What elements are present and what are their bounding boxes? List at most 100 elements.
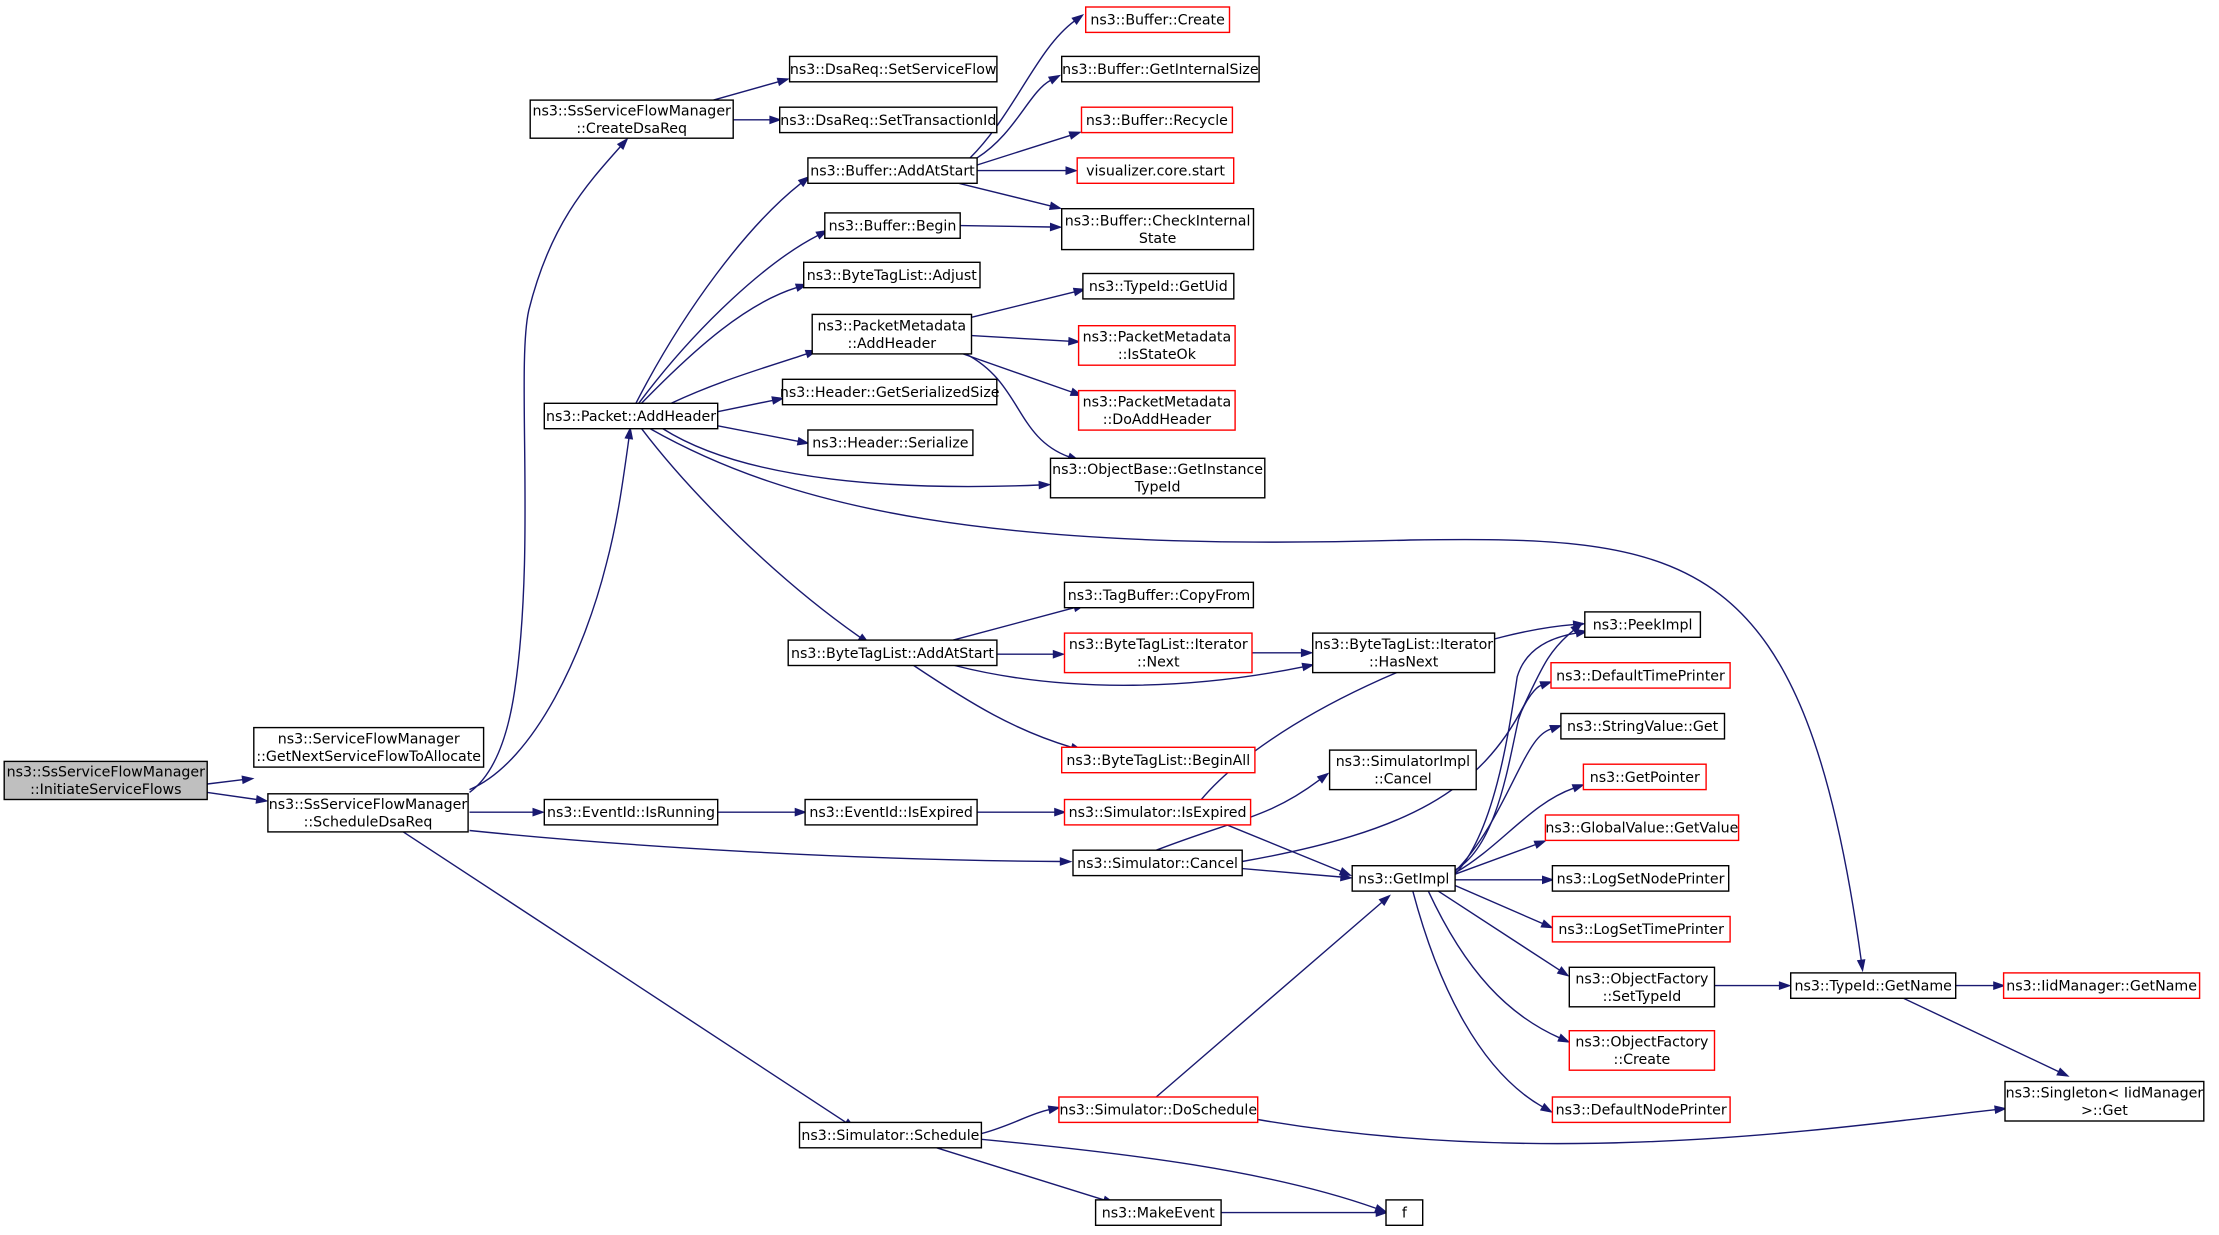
node-simimplcancel[interactable]: ns3::SimulatorImpl::Cancel bbox=[1328, 749, 1477, 791]
node-box bbox=[2002, 972, 2201, 1000]
node-schedule[interactable]: ns3::SsServiceFlowManager::ScheduleDsaRe… bbox=[267, 793, 469, 833]
node-strget[interactable]: ns3::StringValue::Get bbox=[1560, 712, 1726, 740]
node-box bbox=[781, 378, 998, 406]
node-typegetname[interactable]: ns3::TypeId::GetName bbox=[1789, 972, 1957, 1000]
node-defnode[interactable]: ns3::DefaultNodePrinter bbox=[1551, 1096, 1731, 1124]
node-addatstart[interactable]: ns3::Buffer::AddAtStart bbox=[807, 157, 978, 184]
node-ofsettype[interactable]: ns3::ObjectFactory::SetTypeId bbox=[1568, 966, 1716, 1008]
node-peekimpl[interactable]: ns3::PeekImpl bbox=[1584, 611, 1702, 639]
node-isexpired[interactable]: ns3::EventId::IsExpired bbox=[804, 798, 978, 826]
node-lognode[interactable]: ns3::LogSetNodePrinter bbox=[1551, 865, 1730, 892]
node-box bbox=[1328, 749, 1477, 791]
node-logtime[interactable]: ns3::LogSetTimePrinter bbox=[1551, 915, 1731, 943]
node-box bbox=[543, 798, 719, 826]
node-label: ns3::GlobalValue::GetValue bbox=[1545, 821, 1738, 837]
edge-btladd-to-beginall bbox=[913, 664, 1072, 748]
node-label: ns3::TypeId::GetUid bbox=[1089, 279, 1228, 295]
node-label: f bbox=[1402, 1206, 1408, 1222]
node-f[interactable]: f bbox=[1385, 1199, 1424, 1227]
arrowhead-schedule-to-addheader bbox=[624, 426, 634, 440]
edge-simsched-to-f bbox=[981, 1138, 1377, 1210]
node-settid[interactable]: ns3::DsaReq::SetTransactionId bbox=[779, 106, 998, 134]
arrowhead-btladd-to-hasnext bbox=[1301, 662, 1315, 672]
node-label: ns3::ByteTagList::Iterator bbox=[1314, 637, 1493, 653]
node-box bbox=[1789, 972, 1957, 1000]
node-dosched[interactable]: ns3::Simulator::DoSchedule bbox=[1058, 1096, 1259, 1124]
node-deftime[interactable]: ns3::DefaultTimePrinter bbox=[1550, 662, 1731, 689]
node-doaddheader[interactable]: ns3::PacketMetadata::DoAddHeader bbox=[1077, 389, 1236, 431]
node-makeevent[interactable]: ns3::MakeEvent bbox=[1094, 1199, 1222, 1227]
edge-pmaddh-to-doaddheader bbox=[962, 353, 1072, 393]
node-label: ::ScheduleDsaReq bbox=[304, 815, 433, 831]
edge-btladd-to-hasnext bbox=[954, 664, 1303, 687]
node-label: ns3::IidManager::GetName bbox=[2006, 979, 2197, 995]
node-box bbox=[1060, 55, 1260, 83]
arrowhead-root-to-schedule bbox=[255, 795, 269, 804]
edge-schedule-to-createdsa bbox=[469, 146, 621, 793]
node-box bbox=[798, 1121, 983, 1149]
node-setsf[interactable]: ns3::DsaReq::SetServiceFlow bbox=[788, 55, 998, 83]
node-label: ns3::EventId::IsExpired bbox=[809, 805, 973, 821]
node-label: ns3::Simulator::DoSchedule bbox=[1060, 1103, 1258, 1119]
node-viz[interactable]: visualizer.core.start bbox=[1076, 157, 1235, 184]
edge-dosched-to-getimpl bbox=[1155, 901, 1383, 1098]
arrowhead-getimpl-to-gvget bbox=[1533, 840, 1547, 849]
node-box bbox=[2004, 1080, 2205, 1122]
node-label: ns3::EventId::IsRunning bbox=[547, 805, 715, 821]
edge-addatstart-to-bufcreate bbox=[969, 20, 1075, 159]
node-isrunning[interactable]: ns3::EventId::IsRunning bbox=[543, 798, 719, 826]
node-label: ::InitiateServiceFlows bbox=[30, 782, 181, 798]
node-box bbox=[543, 402, 719, 430]
arrowhead-begin-to-checkint bbox=[1049, 222, 1063, 232]
node-label: ::Create bbox=[1614, 1052, 1671, 1068]
node-getser[interactable]: ns3::Header::GetSerializedSize bbox=[780, 378, 1000, 406]
node-hasnext[interactable]: ns3::ByteTagList::Iterator::HasNext bbox=[1311, 632, 1496, 674]
node-label: ns3::DsaReq::SetTransactionId bbox=[780, 113, 996, 129]
node-getimpl[interactable]: ns3::GetImpl bbox=[1351, 865, 1456, 892]
node-box bbox=[1084, 6, 1231, 34]
arrowhead-typegetname-to-iidgetname bbox=[1993, 981, 2006, 991]
arrowhead-schedule-to-simcancel bbox=[1059, 857, 1073, 866]
node-box bbox=[1582, 763, 1707, 791]
node-singleton[interactable]: ns3::Singleton< IidManager>::Get bbox=[2004, 1080, 2205, 1122]
node-iidgetname[interactable]: ns3::IidManager::GetName bbox=[2002, 972, 2201, 1000]
node-recycle[interactable]: ns3::Buffer::Recycle bbox=[1080, 106, 1234, 134]
node-label: ns3::ByteTagList::AddAtStart bbox=[791, 646, 994, 662]
node-box bbox=[1544, 814, 1740, 842]
node-label: ns3::ByteTagList::Iterator bbox=[1069, 637, 1248, 653]
node-tagcopy[interactable]: ns3::TagBuffer::CopyFrom bbox=[1063, 581, 1255, 609]
edge-getimpl-to-ofsettype bbox=[1437, 890, 1560, 971]
node-getnext[interactable]: ns3::ServiceFlowManager::GetNextServiceF… bbox=[253, 726, 485, 768]
node-addheader[interactable]: ns3::Packet::AddHeader bbox=[543, 402, 719, 430]
node-adjust[interactable]: ns3::ByteTagList::Adjust bbox=[803, 261, 981, 289]
arrowhead-getimpl-to-ofcreate bbox=[1557, 1033, 1571, 1043]
edge-addheader-to-serialize bbox=[717, 425, 799, 442]
edge-simcancel-to-getimpl bbox=[1242, 867, 1341, 878]
node-ofcreate[interactable]: ns3::ObjectFactory::Create bbox=[1568, 1029, 1716, 1071]
call-edges bbox=[207, 13, 2070, 1218]
node-isstateok[interactable]: ns3::PacketMetadata::IsStateOk bbox=[1077, 325, 1236, 366]
node-box bbox=[1584, 611, 1702, 639]
node-root[interactable]: ns3::SsServiceFlowManager::InitiateServi… bbox=[3, 760, 208, 801]
node-simcancel[interactable]: ns3::Simulator::Cancel bbox=[1072, 849, 1243, 877]
node-serialize[interactable]: ns3::Header::Serialize bbox=[807, 429, 974, 457]
edge-addheader-to-addatstart bbox=[635, 182, 802, 404]
node-itnext[interactable]: ns3::ByteTagList::Iterator::Next bbox=[1063, 632, 1253, 674]
node-label: ns3::LogSetNodePrinter bbox=[1557, 871, 1725, 887]
node-getuid[interactable]: ns3::TypeId::GetUid bbox=[1082, 272, 1235, 300]
node-box bbox=[1072, 849, 1243, 877]
node-begin[interactable]: ns3::Buffer::Begin bbox=[824, 212, 961, 239]
node-btladd[interactable]: ns3::ByteTagList::AddAtStart bbox=[787, 639, 998, 667]
node-getinternal[interactable]: ns3::Buffer::GetInternalSize bbox=[1060, 55, 1260, 83]
node-box bbox=[1063, 581, 1255, 609]
node-bufcreate[interactable]: ns3::Buffer::Create bbox=[1084, 6, 1231, 34]
node-simsched[interactable]: ns3::Simulator::Schedule bbox=[798, 1121, 983, 1149]
node-createdsa[interactable]: ns3::SsServiceFlowManager::CreateDsaReq bbox=[529, 99, 734, 139]
node-simisexp[interactable]: ns3::Simulator::IsExpired bbox=[1063, 798, 1252, 826]
node-getptr[interactable]: ns3::GetPointer bbox=[1582, 763, 1707, 791]
node-pmaddh[interactable]: ns3::PacketMetadata::AddHeader bbox=[811, 313, 973, 355]
node-beginall[interactable]: ns3::ByteTagList::BeginAll bbox=[1060, 746, 1256, 774]
node-gvget[interactable]: ns3::GlobalValue::GetValue bbox=[1544, 814, 1740, 842]
